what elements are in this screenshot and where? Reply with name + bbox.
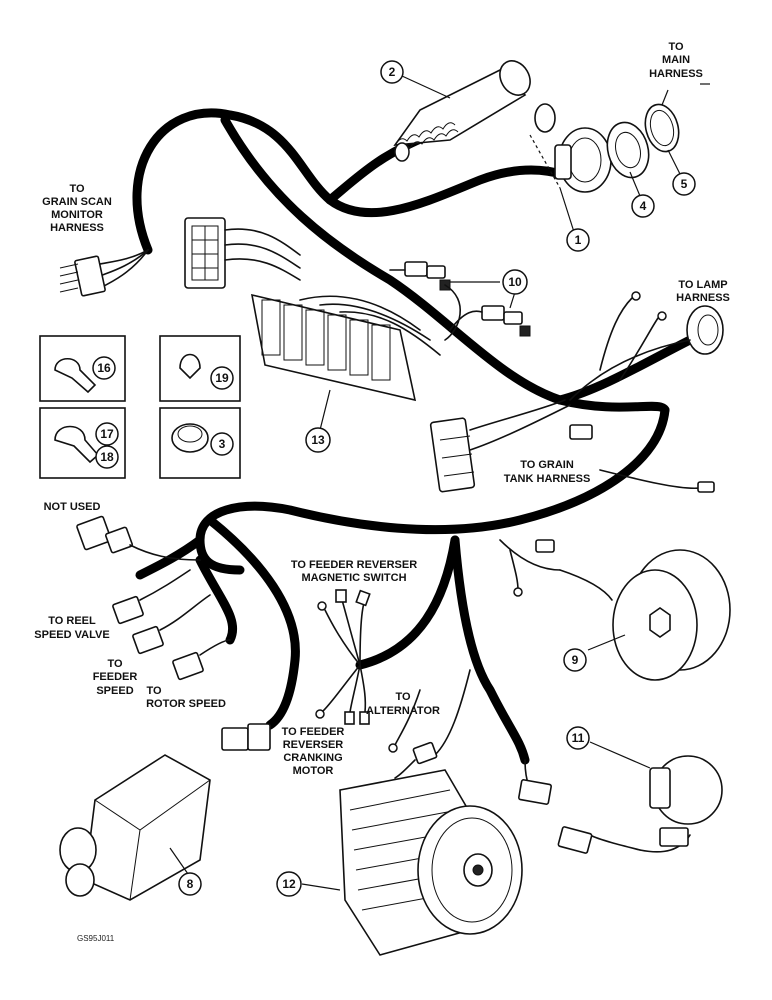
svg-text:10: 10 [508,275,522,289]
callout-2: 2 [380,60,404,84]
svg-text:11: 11 [572,731,585,745]
feeder-reverser-wires [315,589,371,725]
svg-text:TO FEEDER: TO FEEDER [282,726,345,738]
svg-text:18: 18 [100,450,114,464]
svg-text:1: 1 [575,233,582,247]
alternator [339,769,523,956]
svg-text:MAGNETIC SWITCH: MAGNETIC SWITCH [301,572,406,584]
label-reel-speed: TO REEL SPEED VALVE [34,615,109,641]
svg-text:MOTOR: MOTOR [293,765,334,777]
plug-with-spring [393,60,531,162]
svg-text:SPEED: SPEED [96,685,133,697]
callout-12: 12 [276,871,302,897]
svg-text:TO: TO [668,41,684,53]
clip-parts-panel [39,335,241,479]
svg-text:SPEED VALVE: SPEED VALVE [34,629,109,641]
svg-text:FEEDER: FEEDER [93,671,138,683]
callout-1: 1 [566,228,590,252]
label-not-used: NOT USED [44,501,101,513]
svg-text:4: 4 [640,199,647,213]
svg-text:NOT USED: NOT USED [44,501,101,513]
svg-text:13: 13 [311,433,325,447]
cranking-motor-connector [221,723,271,751]
svg-text:MAIN: MAIN [662,54,690,66]
speed-sensor [518,755,723,854]
svg-text:TO: TO [69,183,85,195]
inline-connectors [389,261,531,341]
svg-text:16: 16 [97,361,111,375]
label-lamp-harness: TO LAMP HARNESS [676,279,730,304]
callout-8: 8 [178,872,202,896]
svg-text:TO REEL: TO REEL [48,615,96,627]
callout-13: 13 [305,427,331,453]
svg-text:REVERSER: REVERSER [283,739,344,751]
label-feeder-speed: TO FEEDER SPEED [93,658,138,697]
callout-11: 11 [566,726,590,750]
svg-text:3: 3 [219,437,226,451]
svg-text:12: 12 [282,877,296,891]
callout-3: 3 [210,432,234,456]
callout-19: 19 [210,366,234,390]
svg-text:TANK HARNESS: TANK HARNESS [504,473,591,485]
grain-scan-connector [59,217,301,297]
svg-text:ALTERNATOR: ALTERNATOR [366,705,440,717]
callout-10: 10 [502,269,528,295]
label-to-main-harness: TO MAIN HARNESS [649,41,703,80]
svg-text:HARNESS: HARNESS [649,68,703,80]
svg-text:5: 5 [681,177,688,191]
left-sensor-connectors [76,515,231,681]
grain-tank-connector [429,399,715,493]
svg-text:ROTOR SPEED: ROTOR SPEED [146,698,226,710]
label-grain-tank: TO GRAIN TANK HARNESS [504,459,591,485]
alternator-wires [388,669,471,779]
label-alternator: TO ALTERNATOR [366,691,440,717]
svg-text:8: 8 [187,877,194,891]
svg-text:GRAIN SCAN: GRAIN SCAN [42,196,112,208]
rotor-disc-sensor [499,539,731,681]
svg-text:19: 19 [215,371,229,385]
svg-text:HARNESS: HARNESS [50,222,104,234]
svg-text:CRANKING: CRANKING [283,752,342,764]
svg-text:TO FEEDER REVERSER: TO FEEDER REVERSER [291,559,417,571]
svg-text:9: 9 [572,653,579,667]
label-feeder-reverser-magnetic: TO FEEDER REVERSER MAGNETIC SWITCH [291,559,417,584]
svg-text:TO LAMP: TO LAMP [678,279,727,291]
svg-text:MONITOR: MONITOR [51,209,103,221]
svg-text:TO: TO [395,691,411,703]
label-cranking-motor: TO FEEDER REVERSER CRANKING MOTOR [282,726,345,777]
svg-text:TO: TO [107,658,123,670]
svg-text:17: 17 [100,427,114,441]
svg-text:TO: TO [146,685,162,697]
svg-text:TO GRAIN: TO GRAIN [520,459,574,471]
svg-text:GS95J011: GS95J011 [77,934,115,943]
label-grain-scan: TO GRAIN SCAN MONITOR HARNESS [42,183,112,234]
svg-text:2: 2 [389,65,396,79]
callout-18: 18 [95,445,119,469]
solenoid-actuator [59,754,211,901]
callout-9: 9 [563,648,587,672]
figure-code: GS95J011 [77,934,115,943]
svg-text:HARNESS: HARNESS [676,292,730,304]
callout-16: 16 [92,356,116,380]
callout-5: 5 [672,172,696,196]
callout-4: 4 [631,194,655,218]
relay-block [250,293,441,402]
label-rotor-speed: TO ROTOR SPEED [146,685,226,710]
lamp-harness-connector [569,291,724,401]
main-harness-cable [132,108,695,765]
bulkhead-connector-assembly [529,103,680,193]
callout-17: 17 [95,422,119,446]
